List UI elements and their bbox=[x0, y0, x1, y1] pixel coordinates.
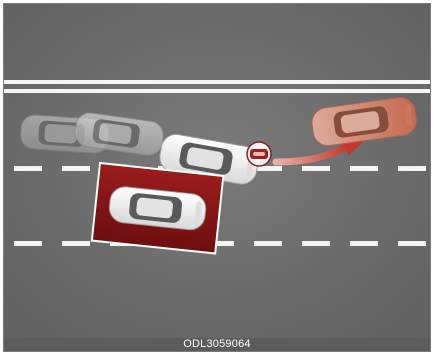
blind-spot-zone-icon bbox=[92, 163, 223, 254]
solid-lane-line-lower bbox=[4, 89, 430, 93]
collision-point-icon bbox=[247, 142, 271, 166]
dashed-lane-line-bottom bbox=[14, 241, 426, 246]
road-scene bbox=[4, 4, 430, 351]
solid-lane-line-upper bbox=[4, 80, 430, 84]
image-code-label: ODL3059064 bbox=[4, 338, 430, 351]
illustration-frame: ODL3059064 bbox=[3, 3, 431, 352]
